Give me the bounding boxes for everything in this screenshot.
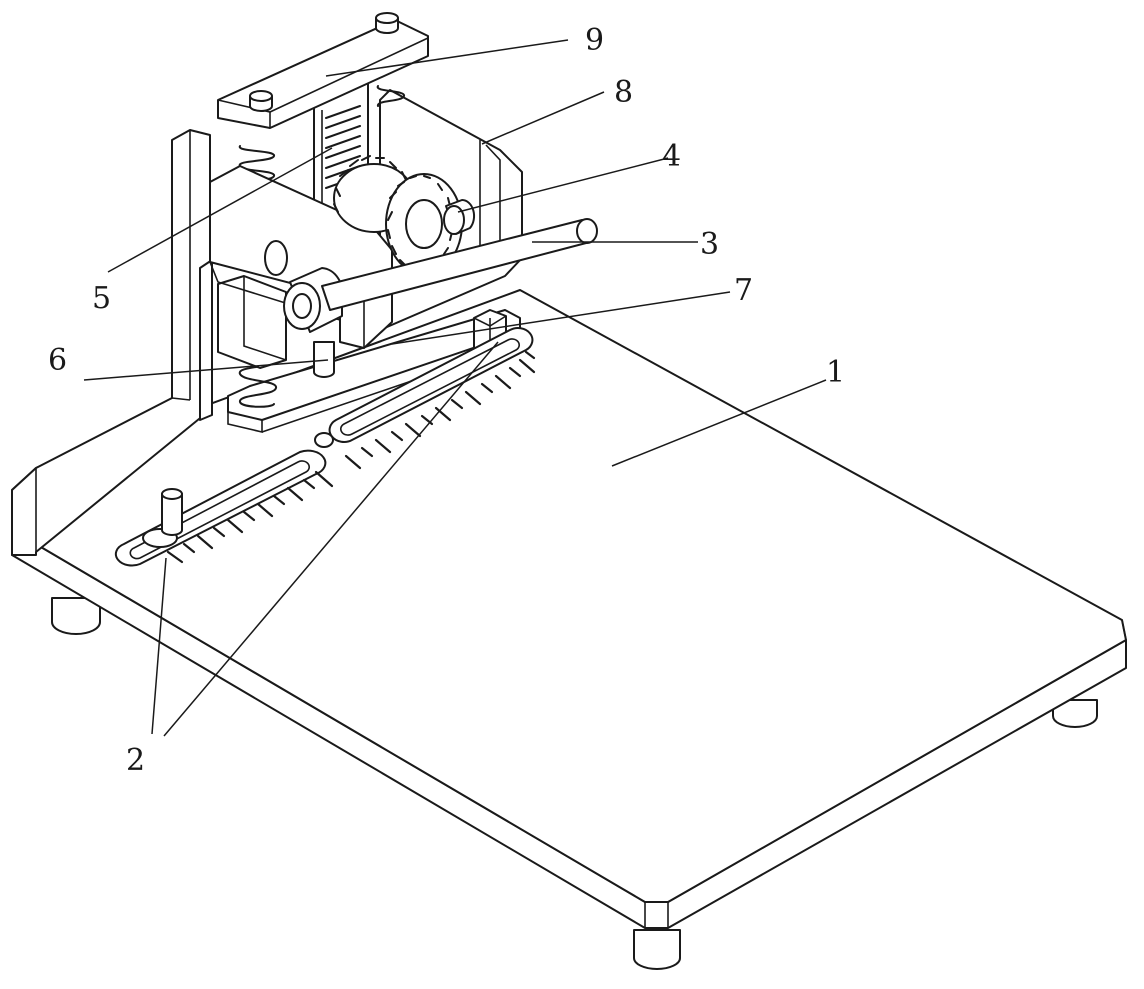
leader-7 [391,291,731,345]
scale-ticks-rear [344,350,536,470]
l-frame [11,129,213,556]
cap-bolt-left [249,90,273,112]
leader-9 [325,39,569,77]
scale-ticks-front [166,470,334,564]
label-1: 1 [826,355,845,390]
scale-slots [114,326,536,567]
gear-shaft-end [443,198,476,235]
foot-front [633,929,681,970]
top-cap-plate [217,12,429,129]
foot-right [1052,699,1098,728]
leader-4 [457,157,669,213]
label-7: 7 [734,273,753,308]
foot-left [51,597,101,635]
label-8: 8 [614,75,633,110]
label-6: 6 [48,343,67,378]
slot-rear [328,326,534,444]
base-plate [11,289,1127,970]
label-4: 4 [662,139,681,174]
callout-labels: 9 8 4 3 7 1 5 6 2 [48,23,845,778]
leader-6 [83,359,329,381]
leader-lines [83,39,827,737]
leader-2b [163,341,499,737]
cap-bolt-right [375,12,399,34]
leader-1 [611,379,827,467]
hole [314,432,334,448]
label-9: 9 [585,23,604,58]
label-3: 3 [700,227,719,262]
label-2: 2 [126,743,145,778]
label-5: 5 [92,281,111,316]
gear-train [333,155,476,275]
locating-pin [142,488,183,548]
leader-2a [151,557,167,735]
leader-8 [481,91,605,145]
leader-5 [107,147,333,273]
